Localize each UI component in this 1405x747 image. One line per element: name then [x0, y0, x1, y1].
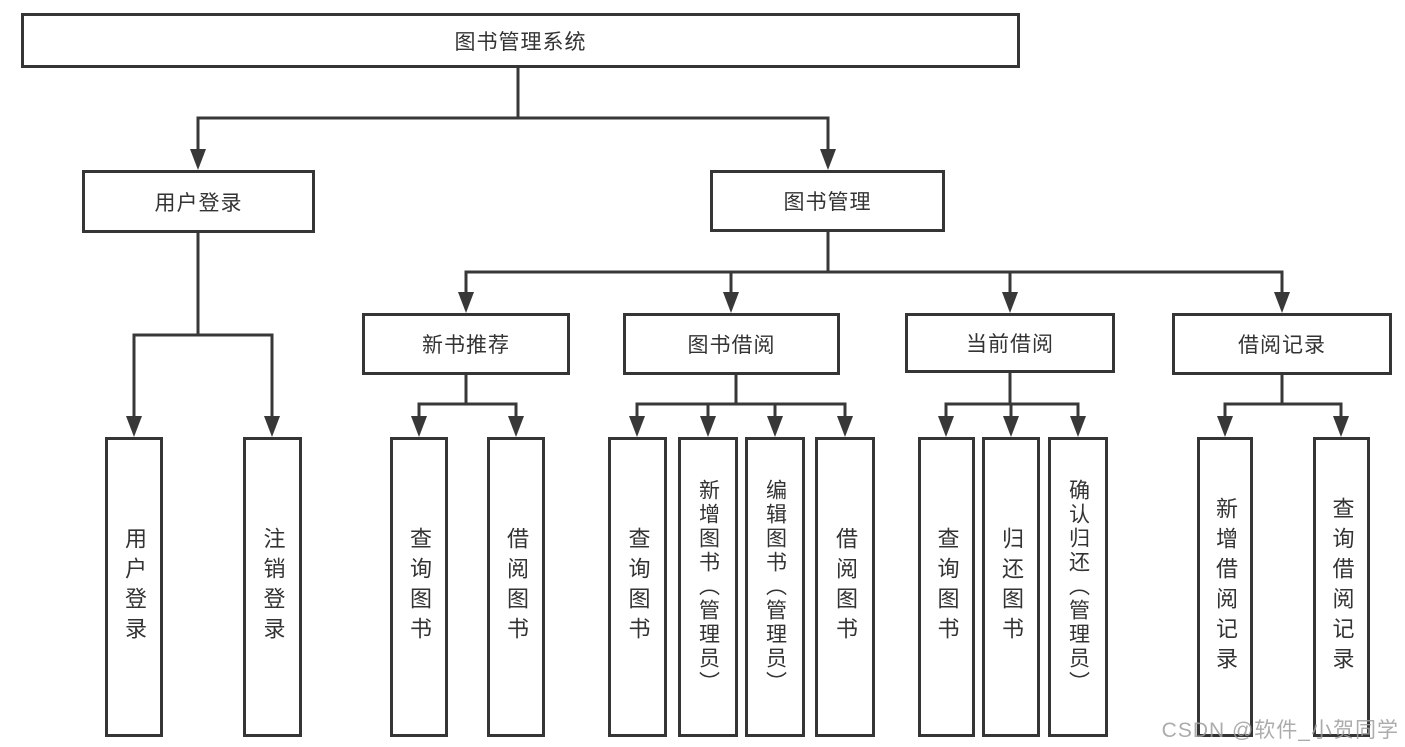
- leaf-edit-book-admin: 编辑图书（管理员）: [745, 437, 805, 737]
- leaf-query-borrow-record-label: 查询借阅记录: [1329, 497, 1355, 677]
- current-borrow-box-label: 当前借阅: [966, 333, 1054, 356]
- leaf-query-book-rec-label: 查询图书: [407, 527, 432, 647]
- leaf-return-book-label: 归还图书: [999, 527, 1024, 647]
- leaf-borrow-book-rec-label: 借阅图书: [504, 527, 529, 647]
- leaf-query-book-rec: 查询图书: [390, 437, 448, 737]
- leaf-user-login: 用户登录: [105, 437, 163, 737]
- leaf-return-book: 归还图书: [982, 437, 1040, 737]
- book-mgmt-box: 图书管理: [710, 170, 945, 232]
- current-borrow-box: 当前借阅: [905, 313, 1115, 373]
- leaf-add-borrow-record: 新增借阅记录: [1197, 437, 1253, 737]
- leaf-logout-label: 注销登录: [260, 527, 286, 647]
- root-box-label: 图书管理系统: [454, 30, 587, 54]
- leaf-borrow-book-borrow: 借阅图书: [815, 437, 875, 737]
- leaf-add-book-admin: 新增图书（管理员）: [678, 437, 738, 737]
- leaf-add-borrow-record-label: 新增借阅记录: [1213, 497, 1238, 677]
- borrow-record-box: 借阅记录: [1172, 313, 1392, 375]
- leaf-logout: 注销登录: [243, 437, 302, 737]
- book-borrow-box: 图书借阅: [623, 313, 840, 375]
- book-mgmt-box-label: 图书管理: [783, 191, 872, 214]
- user-login-box-label: 用户登录: [154, 191, 243, 215]
- new-book-rec-box: 新书推荐: [362, 313, 570, 375]
- new-book-rec-box-label: 新书推荐: [422, 334, 510, 357]
- leaf-borrow-book-rec: 借阅图书: [487, 437, 545, 737]
- leaf-confirm-return-admin: 确认归还（管理员）: [1048, 437, 1108, 737]
- user-login-box: 用户登录: [82, 170, 315, 233]
- leaf-add-book-admin-label: 新增图书（管理员）: [696, 479, 720, 695]
- root-box: 图书管理系统: [21, 13, 1020, 68]
- leaf-query-borrow-record: 查询借阅记录: [1313, 437, 1370, 737]
- leaf-borrow-book-borrow-label: 借阅图书: [833, 527, 858, 647]
- leaf-query-book-borrow-label: 查询图书: [625, 527, 651, 647]
- book-borrow-box-label: 图书借阅: [687, 334, 776, 357]
- leaf-query-book-current: 查询图书: [918, 437, 975, 737]
- leaf-user-login-label: 用户登录: [122, 527, 147, 647]
- leaf-query-book-borrow: 查询图书: [608, 437, 667, 737]
- csdn-watermark: CSDN @软件_小贺同学: [1161, 719, 1399, 742]
- leaf-query-book-current-label: 查询图书: [934, 527, 960, 647]
- borrow-record-box-label: 借阅记录: [1238, 334, 1326, 357]
- leaf-edit-book-admin-label: 编辑图书（管理员）: [763, 479, 787, 695]
- leaf-confirm-return-admin-label: 确认归还（管理员）: [1066, 479, 1090, 695]
